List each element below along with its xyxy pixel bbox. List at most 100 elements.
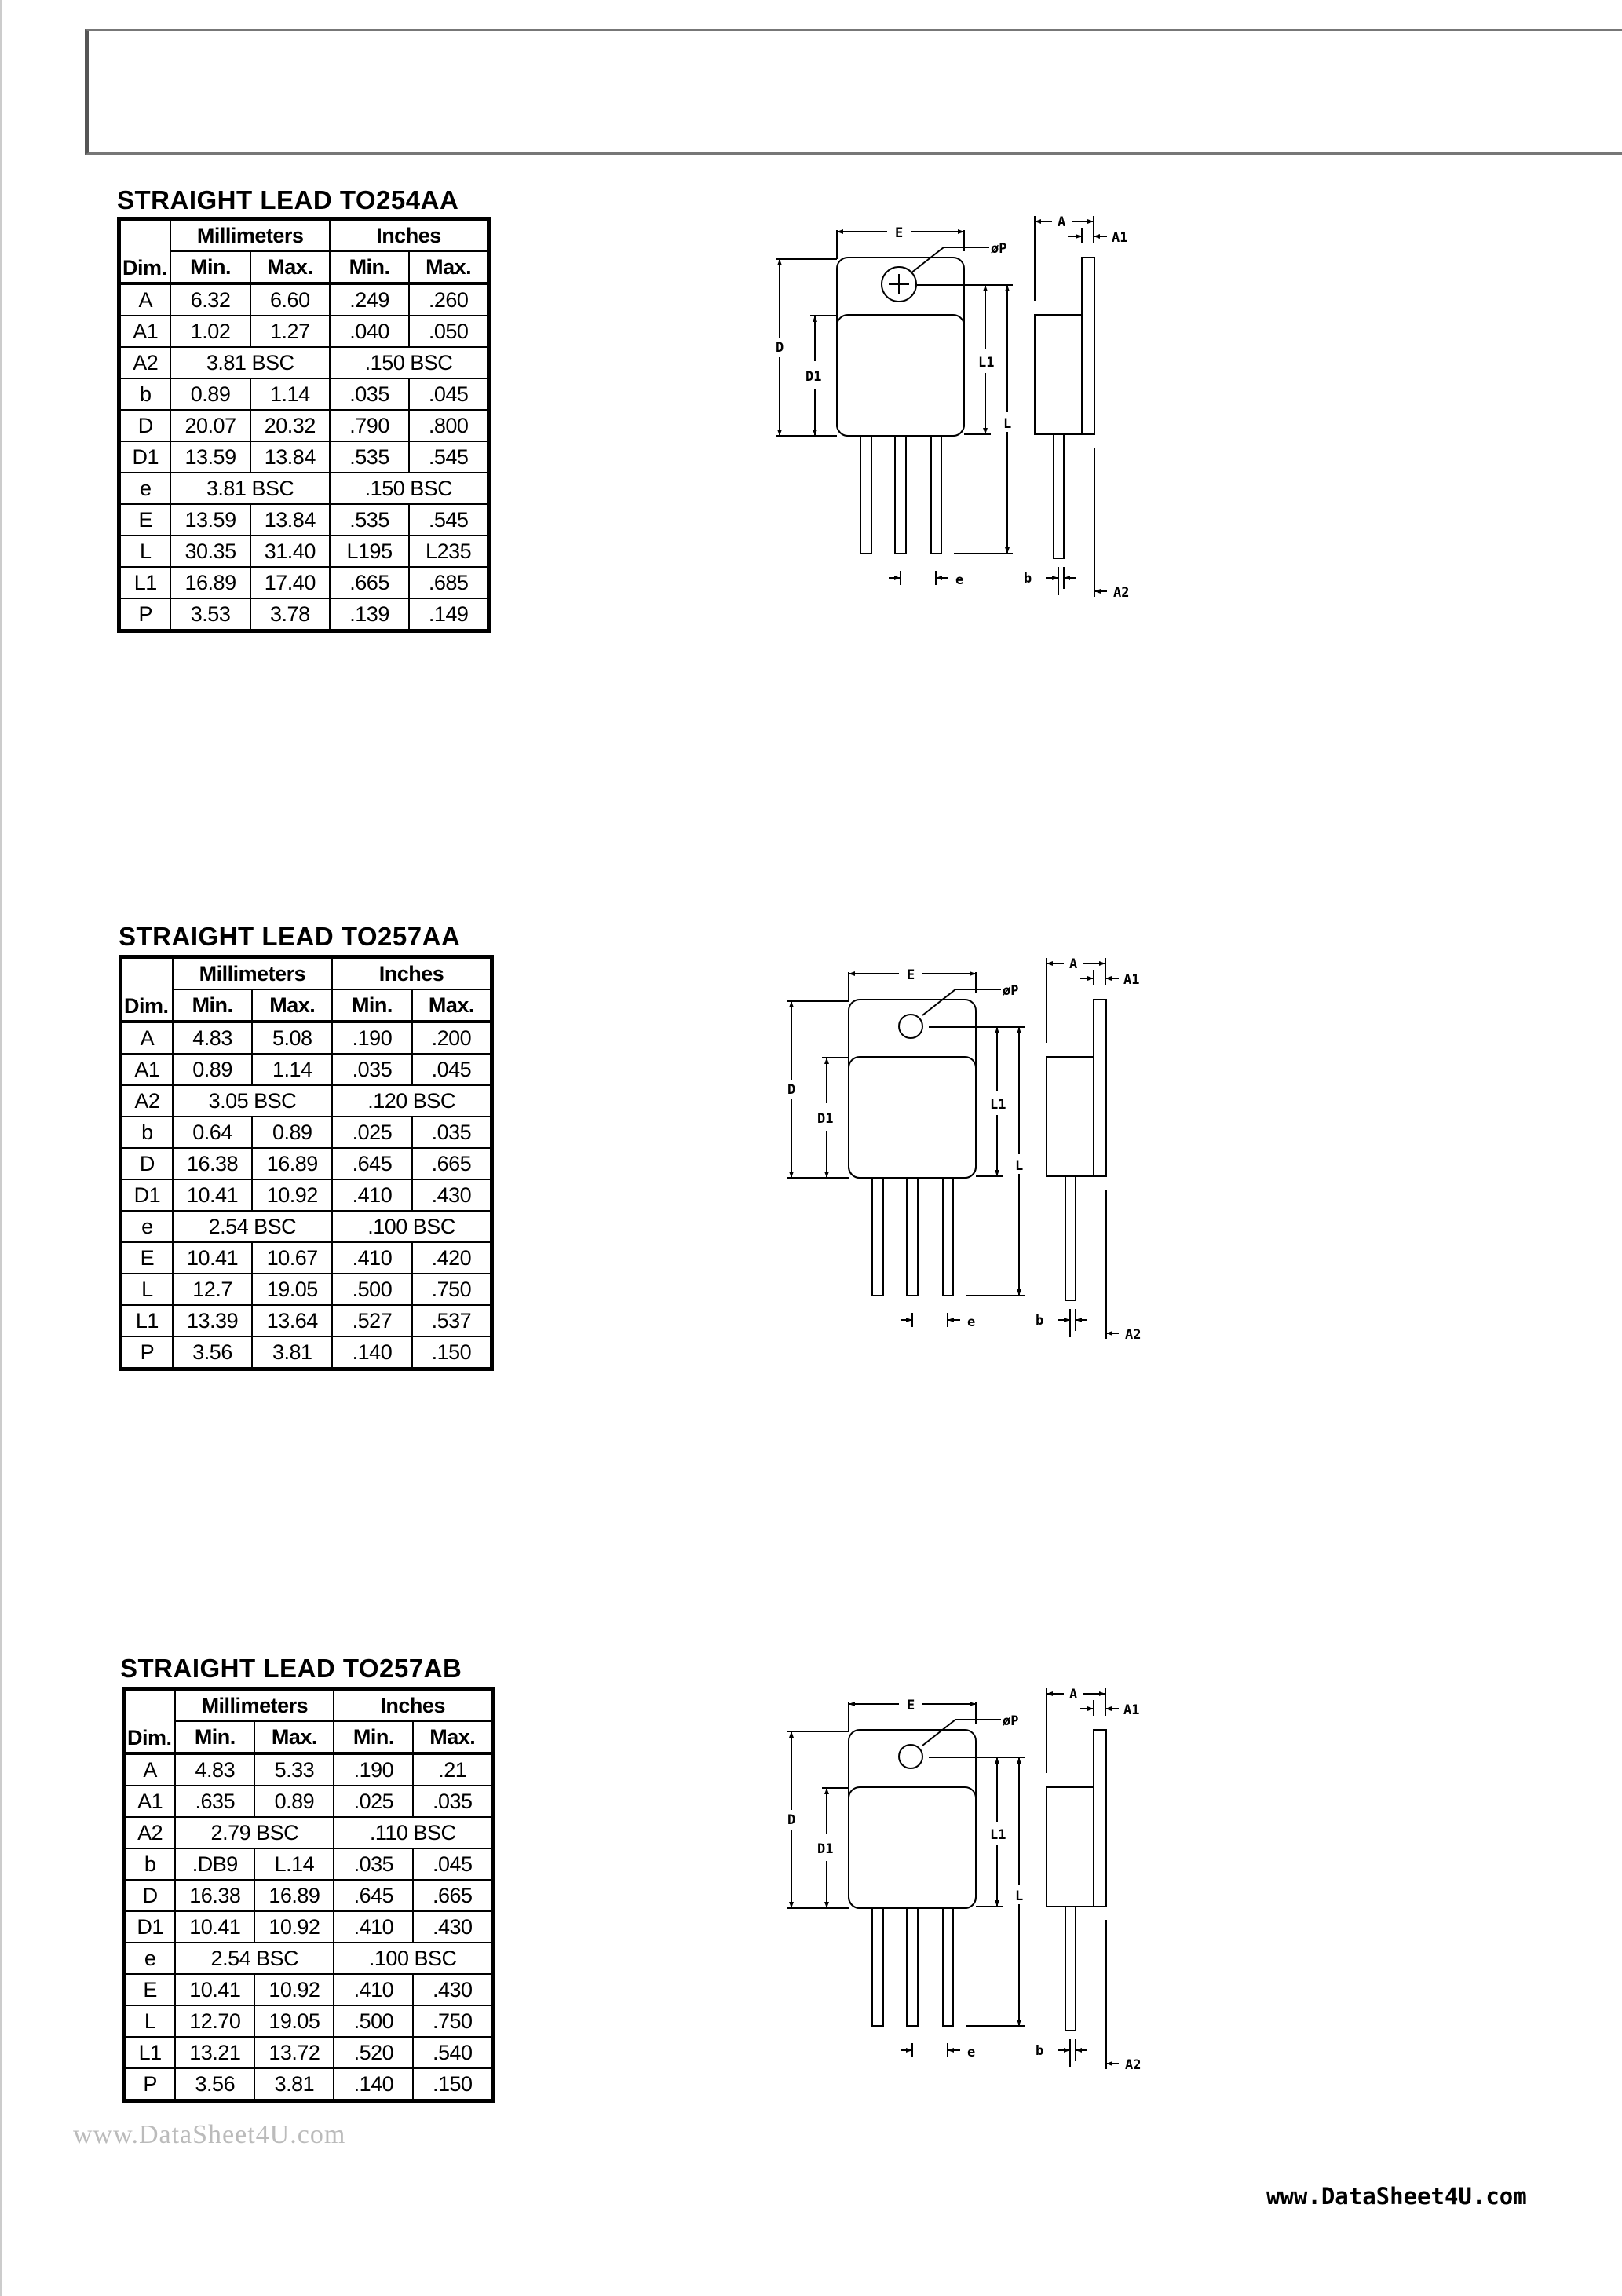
package-lead: [871, 1907, 884, 2027]
in-min-cell: .410: [333, 1910, 415, 1943]
arrow-icon: [789, 1731, 794, 1738]
package-body-outline: [848, 1786, 977, 1909]
mm-max-cell: 13.84: [249, 441, 331, 473]
dim-cell: A1: [119, 1053, 174, 1086]
in-max-cell: .200: [411, 1020, 493, 1055]
arrow-icon: [777, 430, 782, 436]
label-d1: D1: [817, 1111, 833, 1127]
in-max-cell: .149: [408, 598, 490, 632]
label-d: D: [776, 340, 784, 356]
in-min-cell: .790: [328, 409, 411, 442]
mm-bsc-cell: 3.81 BSC: [170, 472, 331, 505]
arrow-icon: [983, 285, 988, 291]
in-max-cell: .21: [412, 1752, 494, 1786]
label-p: øP: [1003, 1713, 1018, 1729]
dim-cell: L1: [118, 566, 172, 599]
mm-bsc-cell: 2.54 BSC: [174, 1942, 335, 1975]
leader-line-p: [910, 247, 944, 274]
package-lead: [860, 435, 872, 554]
arrow-icon: [1064, 1318, 1070, 1322]
in-bsc-cell: .110 BSC: [333, 1816, 494, 1849]
mm-min-cell: 6.32: [170, 282, 251, 316]
in-bsc-cell: .100 BSC: [331, 1210, 493, 1243]
in-bsc-cell: .120 BSC: [331, 1084, 493, 1117]
footer-website-link[interactable]: www.DataSheet4U.com: [1266, 2183, 1527, 2210]
in-max-cell: .150: [412, 2067, 494, 2102]
arrow-icon: [824, 1058, 829, 1064]
mm-max-cell: 31.40: [249, 535, 331, 568]
mm-bsc-cell: 2.54 BSC: [171, 1210, 334, 1243]
millimeters-header: Millimeters: [170, 218, 331, 252]
dim-cell: e: [118, 472, 172, 505]
arrow-icon: [1076, 234, 1082, 239]
arrow-icon: [777, 259, 782, 265]
in-min-cell: .410: [331, 1241, 413, 1274]
dim-cell: P: [119, 1336, 174, 1370]
in-max-cell: .545: [408, 441, 490, 473]
in-max-cell: .420: [411, 1241, 493, 1274]
arrow-icon: [958, 229, 964, 234]
dim-cell: L1: [122, 2036, 177, 2069]
dim-cell: A: [119, 1020, 174, 1055]
dim-header: Dim.: [122, 1687, 177, 1754]
in-min-cell: .025: [331, 1116, 413, 1149]
inches-header: Inches: [331, 956, 493, 990]
mm-min-cell: 4.83: [174, 1752, 256, 1786]
in-min-cell: .527: [331, 1304, 413, 1337]
mm-min-cell: 12.70: [174, 2005, 256, 2038]
in-min-cell: .035: [328, 378, 411, 411]
inches-header: Inches: [328, 218, 490, 252]
mm-max-cell: 19.05: [254, 2005, 335, 2038]
in-min-cell: .535: [328, 503, 411, 536]
arrow-icon: [1087, 219, 1094, 224]
mm-min-cell: .DB9: [174, 1848, 256, 1881]
mm-min-header: Min.: [174, 1720, 256, 1754]
label-a2: A2: [1125, 2057, 1141, 2073]
in-min-cell: .040: [328, 315, 411, 348]
dim-cell: A1: [122, 1785, 177, 1818]
label-d1: D1: [817, 1841, 833, 1857]
dim-cell: D1: [118, 441, 172, 473]
label-d: D: [787, 1812, 795, 1828]
label-a: A: [1069, 956, 1077, 972]
in-max-cell: .750: [411, 1273, 493, 1306]
arrow-icon: [948, 1318, 954, 1322]
mm-min-cell: 0.89: [171, 1053, 254, 1086]
mounting-hole: [881, 266, 917, 302]
arrow-icon: [1094, 589, 1101, 594]
in-bsc-cell: .100 BSC: [333, 1942, 494, 1975]
dim-cell: D1: [119, 1179, 174, 1212]
mm-min-cell: 16.38: [171, 1147, 254, 1180]
in-min-cell: .500: [331, 1273, 413, 1306]
package-body-outline: [836, 314, 965, 437]
in-min-cell: .410: [333, 1973, 415, 2006]
in-max-cell: .430: [411, 1179, 493, 1212]
label-l: L: [1015, 1158, 1023, 1174]
mm-max-cell: 3.81: [254, 2067, 335, 2102]
arrow-icon: [995, 1027, 999, 1033]
package-lead: [942, 1177, 954, 1296]
in-max-cell: .750: [412, 2005, 494, 2038]
in-min-header: Min.: [333, 1720, 415, 1754]
side-lead: [1065, 1175, 1076, 1301]
mm-max-header: Max.: [254, 1720, 335, 1754]
in-max-cell: .035: [411, 1116, 493, 1149]
mm-min-cell: 3.53: [170, 598, 251, 632]
mm-min-cell: 0.89: [170, 378, 251, 411]
mm-min-cell: .635: [174, 1785, 256, 1818]
dim-cell: D: [119, 1147, 174, 1180]
in-max-cell: .045: [412, 1848, 494, 1881]
label-d: D: [787, 1082, 795, 1098]
